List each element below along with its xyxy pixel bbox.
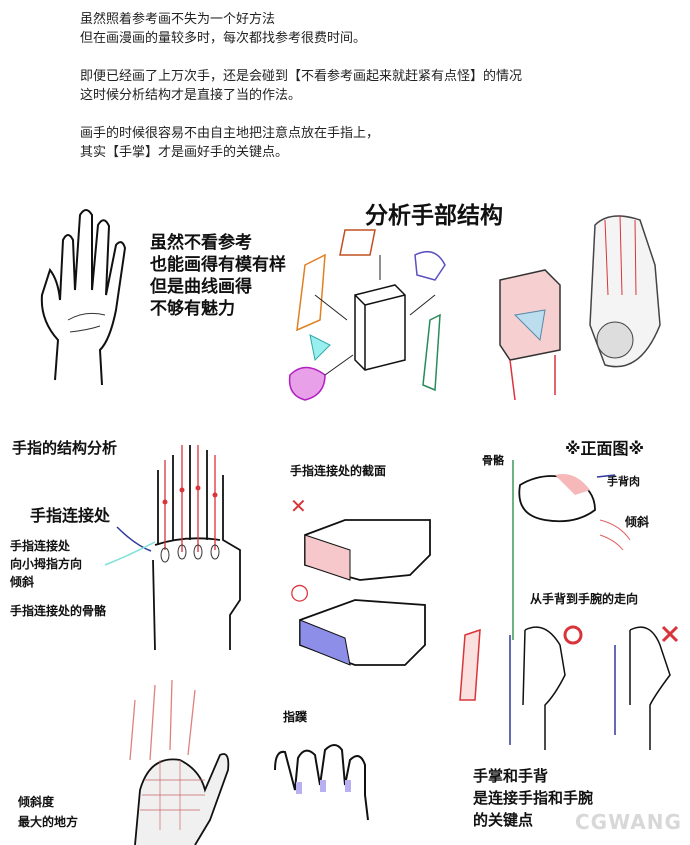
- conclusion-line: 是连接手指和手腕: [473, 789, 594, 807]
- web-label: 指蹼: [283, 710, 308, 724]
- finger-structure-hand: [152, 445, 241, 651]
- caption-line: 但是曲线画得: [150, 277, 252, 297]
- hand-structure-title: 分析手部结构: [365, 203, 503, 229]
- tilt-label: 倾斜: [625, 515, 650, 529]
- tilt-max-line: 倾斜度: [18, 795, 55, 809]
- right-cross-section: [299, 599, 426, 666]
- wrist-direction-diagrams: [459, 625, 679, 750]
- bone-tag: 骨骼: [482, 454, 504, 467]
- conclusion-text: 手掌和手背 是连接手指和手腕 的关键点: [473, 765, 593, 831]
- intro-line: 虽然照着参考画不失为一个好方法: [80, 12, 276, 27]
- tilt-grid-hand: [129, 679, 230, 845]
- caption-line: 不够有魅力: [150, 299, 235, 319]
- conclusion-line: 的关键点: [473, 811, 534, 829]
- finger-structure-title: 手指的结构分析: [12, 439, 118, 457]
- right-mark: ○: [290, 580, 310, 605]
- intro-text: 虽然照着参考画不失为一个好方法 但在画漫画的量较多时，每次都找参考很费时间。 即…: [80, 10, 522, 162]
- wrong-mark: ✕: [290, 494, 307, 518]
- box-hand-illustration: [499, 269, 561, 401]
- structure-shapes-diagram: [288, 229, 446, 401]
- finger-web-hand: [274, 744, 369, 821]
- open-hand-illustration: [40, 209, 127, 386]
- wrong-cross-section: [304, 519, 431, 581]
- intro-line: 画手的时候很容易不由自主地把注意点放在手指上，: [80, 126, 380, 141]
- back-flesh-label: 手背肉: [607, 475, 640, 488]
- tilt-arrow-icon: [104, 541, 156, 566]
- tilt-max-line: 最大的地方: [18, 815, 79, 829]
- finger-joint-label: 手指连接处: [30, 506, 111, 525]
- intro-line: 即便已经画了上万次手，还是会碰到【不看参考画起来就赶紧有点怪】的情况: [80, 69, 523, 84]
- intro-line: 这时候分析结构才是直接了当的作法。: [80, 88, 302, 103]
- bone-label: 手指连接处的骨骼: [10, 604, 107, 618]
- front-view-knuckles: [518, 474, 631, 551]
- tilt-max-label: 倾斜度 最大的地方: [18, 792, 78, 832]
- joint-arrow-icon: [116, 526, 152, 552]
- shaded-hand-illustration: [589, 214, 661, 368]
- conclusion-line: 手掌和手背: [473, 767, 549, 785]
- tilt-note-line: 向小拇指方向: [10, 557, 83, 571]
- tilt-note-line: 倾斜: [10, 575, 35, 589]
- front-view-title: ※正面图※: [565, 439, 645, 458]
- direction-title: 从手背到手腕的走向: [530, 592, 639, 606]
- tilt-note: 手指连接处 向小拇指方向 倾斜: [10, 537, 82, 591]
- cross-section-title: 手指连接处的截面: [290, 464, 387, 478]
- tilt-note-line: 手指连接处: [10, 539, 71, 553]
- intro-line: 但在画漫画的量较多时，每次都找参考很费时间。: [80, 31, 367, 46]
- caption-line: 也能画得有模有样: [150, 255, 286, 275]
- section1-caption: 虽然不看参考 也能画得有模有样 但是曲线画得 不够有魅力: [150, 232, 286, 320]
- watermark-logo: CGWANG: [575, 810, 682, 834]
- intro-line: 其实【手掌】才是画好手的关键点。: [80, 145, 289, 160]
- bone-guide-line: [512, 460, 514, 640]
- caption-line: 虽然不看参考: [150, 233, 252, 253]
